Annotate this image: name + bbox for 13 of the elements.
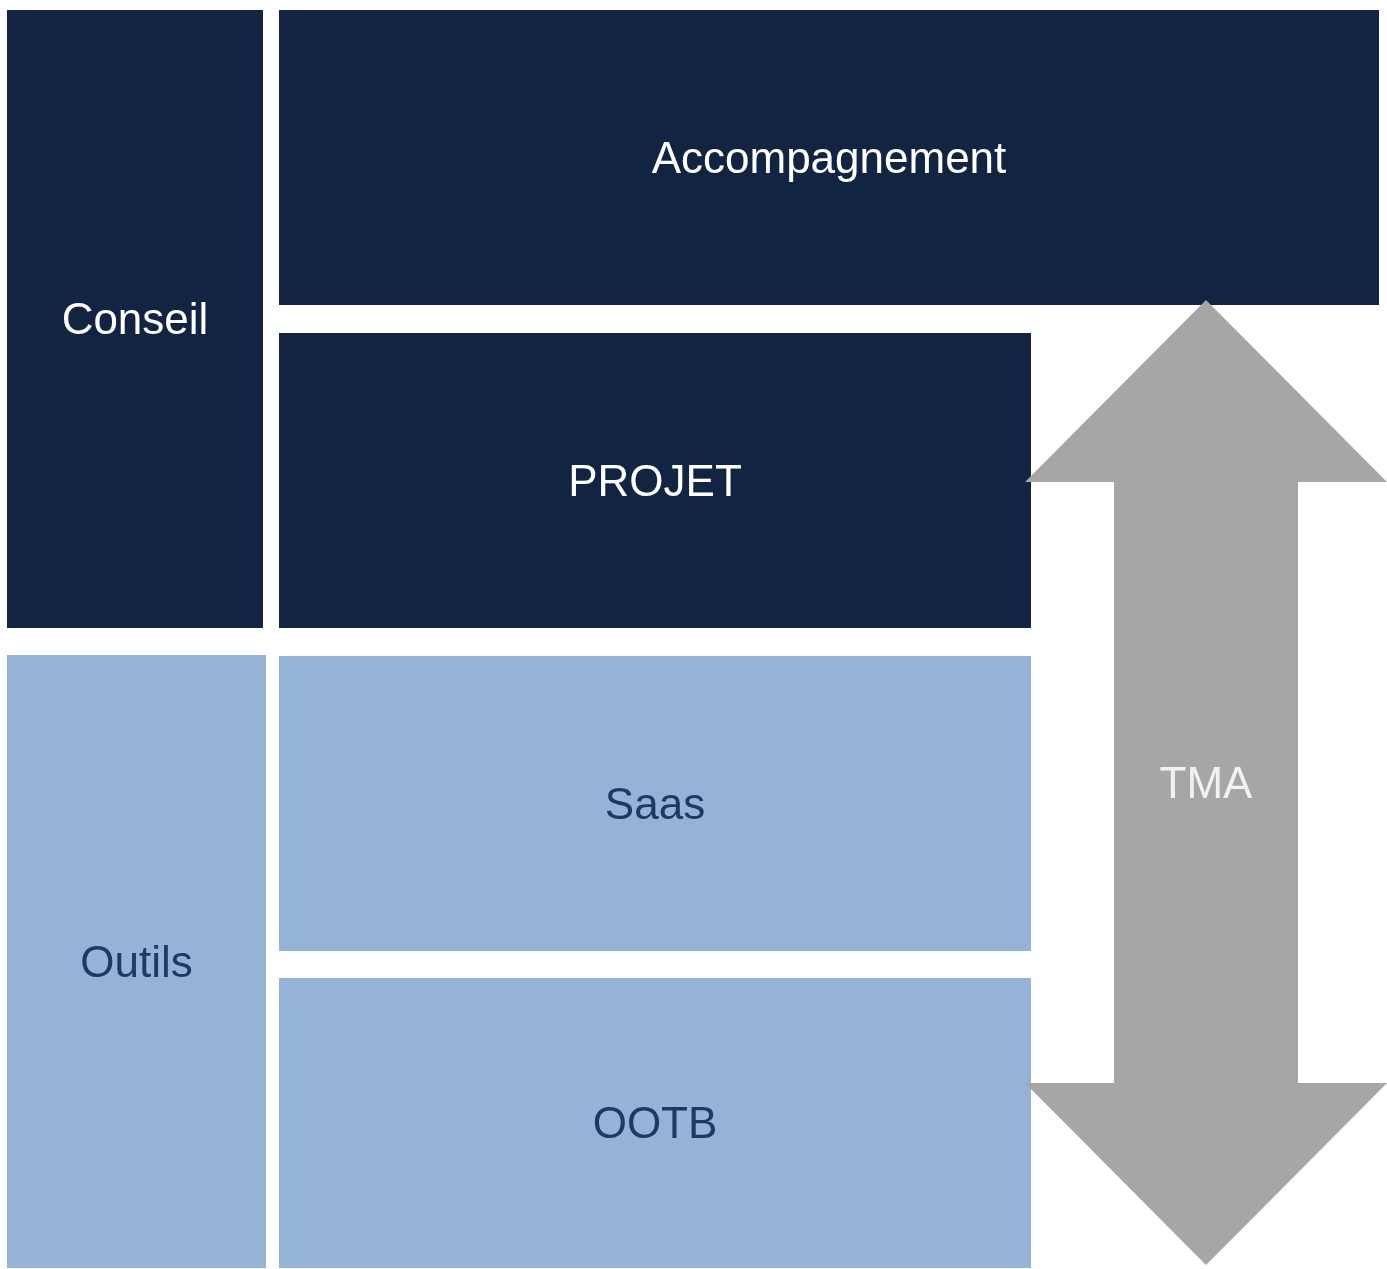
block — [7, 655, 266, 1268]
block — [7, 10, 263, 628]
block — [279, 10, 1379, 305]
block — [279, 656, 1031, 951]
block — [279, 333, 1031, 628]
block-label: Outils — [80, 936, 193, 987]
block-label: Accompagnement — [651, 132, 1007, 183]
block-label: Conseil — [61, 294, 209, 344]
block-label: Saas — [604, 778, 706, 829]
block — [279, 978, 1031, 1268]
block-label: OOTB — [592, 1098, 718, 1148]
block-label: TMA — [1159, 757, 1253, 808]
block-label: PROJET — [568, 455, 742, 506]
